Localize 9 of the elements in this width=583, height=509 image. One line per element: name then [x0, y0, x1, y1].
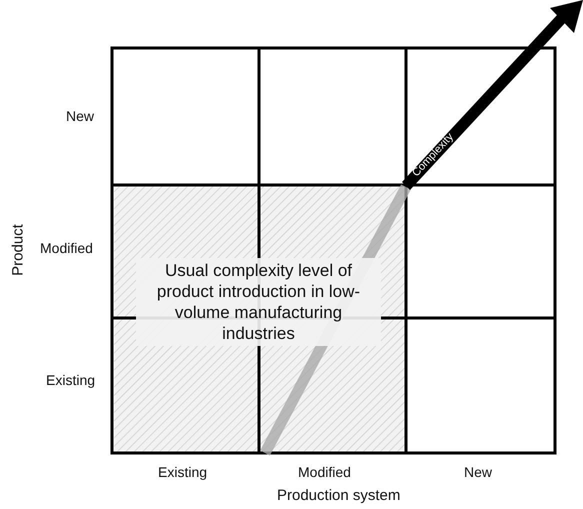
row-label: Existing	[46, 372, 96, 388]
region-description: Usual complexity level of product introduction in low-volume manufacturing industries	[136, 258, 381, 346]
column-label: New	[464, 464, 492, 480]
column-label: Existing	[158, 464, 208, 480]
row-label: New	[66, 108, 94, 124]
row-label: Modified	[40, 240, 93, 256]
axis-title: Product	[10, 224, 26, 276]
column-label: Modified	[298, 464, 351, 480]
axis-title: Production system	[277, 487, 400, 504]
